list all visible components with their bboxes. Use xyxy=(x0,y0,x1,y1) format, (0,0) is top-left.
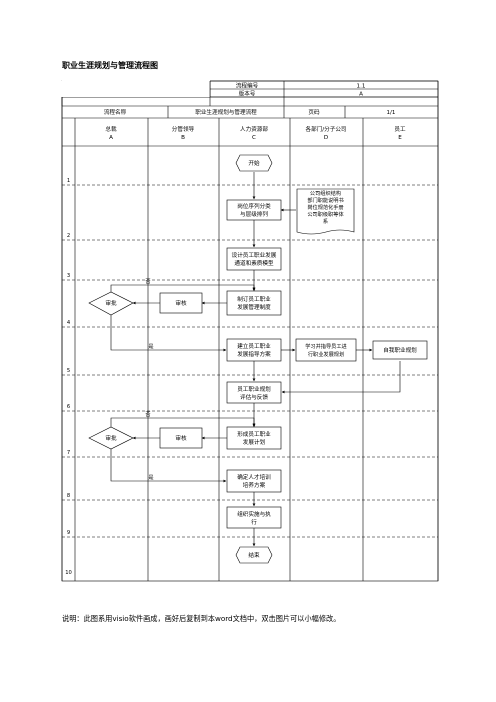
company-docs-line: 公司职级职等体 xyxy=(307,210,344,218)
lane-b-name: 分管领导 xyxy=(172,125,195,133)
no-label: 否 xyxy=(145,278,150,285)
lane-d-code: D xyxy=(324,135,328,141)
company-docs-line: 岗位规范化手册 xyxy=(307,203,343,211)
self-plan-box xyxy=(372,340,428,360)
approve-1-label: 审批 xyxy=(105,299,117,307)
lane-a-code: A xyxy=(109,135,113,141)
row-number: 8 xyxy=(67,493,70,499)
guidance-plan-line: 建立员工职业 xyxy=(237,342,271,350)
training-plan-line: 培养方案 xyxy=(243,481,266,489)
process-no-value: 1.1 xyxy=(357,84,366,90)
page-title: 职业生涯规划与管理流程图 xyxy=(62,61,158,70)
design-channel-line: 通道和素质模型 xyxy=(234,259,274,267)
footer-note: 说明：此图系用visio软件画成，画好后复制到本word文档中，双击图片可以小幅… xyxy=(62,614,341,623)
row-number: 5 xyxy=(67,368,70,374)
no-label: 否 xyxy=(145,411,150,418)
end-label: 结束 xyxy=(248,551,260,559)
yes-label: 是 xyxy=(148,474,153,481)
lane-c-code: C xyxy=(252,135,256,141)
company-docs-shape xyxy=(296,188,355,235)
form-plan-box xyxy=(226,426,282,450)
evaluate-line: 员工职业规划 xyxy=(237,385,271,393)
version-label: 版本号 xyxy=(239,90,256,98)
row-number: 10 xyxy=(65,570,72,576)
start-label: 开始 xyxy=(248,159,260,167)
dept-guide-line: 行职业发展规划 xyxy=(308,350,344,358)
connectors xyxy=(110,172,401,547)
review-2-label: 审核 xyxy=(175,434,187,442)
row-number: 6 xyxy=(67,404,70,410)
training-plan-box xyxy=(226,469,282,493)
lane-e-code: E xyxy=(398,135,402,141)
page-value: 1/1 xyxy=(386,110,395,116)
process-name-value: 职业生涯规划与管理流程 xyxy=(195,108,257,116)
organize-box xyxy=(226,506,282,529)
draft-policy-line: 发展管理制度 xyxy=(237,303,271,311)
lane-c-name: 人力资源部 xyxy=(240,125,268,133)
page-label: 页码 xyxy=(308,108,320,116)
evaluate-box xyxy=(226,381,282,404)
start-node xyxy=(235,154,273,172)
draft-policy-box xyxy=(226,290,282,316)
row-number: 4 xyxy=(67,320,71,326)
process-no-label: 流程编号 xyxy=(236,82,259,90)
review-2-box xyxy=(159,427,203,449)
lane-e-name: 员工 xyxy=(394,126,406,133)
dept-guide-box xyxy=(295,338,357,362)
form-plan-line: 形成员工职业 xyxy=(237,430,271,438)
evaluate-line: 评估与反馈 xyxy=(240,393,268,401)
row-number: 3 xyxy=(67,273,70,279)
yes-label: 是 xyxy=(148,343,153,350)
post-sequence-line: 岗位序列分类 xyxy=(237,202,271,210)
company-docs-line: 系 xyxy=(323,217,328,225)
company-docs-line: 公司组织结构 xyxy=(310,189,341,197)
lane-headers: 总裁 A 分管领导 B 人力资源部 C 各部门/分子公司 D 员工 E xyxy=(105,125,406,141)
post-sequence-box xyxy=(226,199,282,221)
lane-a-name: 总裁 xyxy=(105,125,117,133)
row-number: 9 xyxy=(67,530,70,536)
end-node xyxy=(235,546,273,564)
row-number: 1 xyxy=(67,178,70,184)
process-name-label: 流程名称 xyxy=(104,108,127,116)
row-number: 2 xyxy=(67,233,70,239)
lane-b-code: B xyxy=(181,135,185,141)
version-value: A xyxy=(359,92,363,98)
approve-1-diamond xyxy=(88,291,134,316)
draft-policy-line: 制订员工职业 xyxy=(237,295,271,303)
organize-line: 行 xyxy=(251,518,257,526)
training-plan-line: 确定人才培训 xyxy=(237,473,271,481)
organize-line: 组织实施与执 xyxy=(237,510,271,518)
row-separators xyxy=(62,184,438,538)
row-number: 7 xyxy=(67,450,70,456)
review-1-box xyxy=(159,292,203,314)
post-sequence-line: 与层级排列 xyxy=(240,210,268,218)
review-1-label: 审核 xyxy=(175,299,187,307)
guidance-plan-line: 发展指导方案 xyxy=(237,350,271,358)
design-channel-box xyxy=(226,247,282,271)
lane-d-name: 各部门/分子公司 xyxy=(305,125,346,133)
company-docs-line: 部门职能说明书 xyxy=(307,196,343,204)
form-plan-line: 发展计划 xyxy=(243,438,266,446)
dept-guide-line: 学习并指导员工进 xyxy=(305,342,347,350)
row-numbers: 1 2 3 4 5 6 7 8 9 10 xyxy=(65,178,72,576)
approve-2-diamond xyxy=(88,426,134,450)
design-channel-line: 设计员工职业发展 xyxy=(232,251,277,259)
guidance-plan-box xyxy=(226,338,282,362)
approve-2-label: 审批 xyxy=(105,434,117,442)
self-plan-label: 自我职业规划 xyxy=(383,346,417,354)
